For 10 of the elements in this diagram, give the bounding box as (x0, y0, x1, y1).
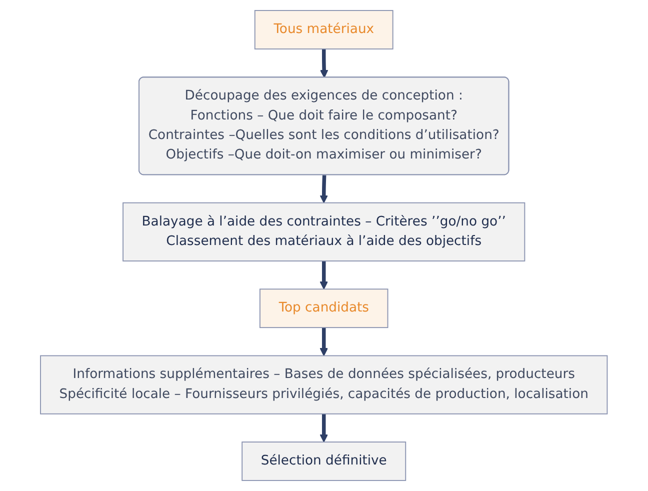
node-box: Informations supplémentaires – Bases de données spécialisées, producteurs Spécificité locale – Fournisseurs privilégiés, capacités de production, localisation (40, 355, 608, 414)
arrow (320, 260, 328, 290)
arrow (320, 328, 328, 356)
arrow (320, 175, 328, 204)
node-box: Tous matériaux (254, 10, 394, 50)
arrow (320, 48, 328, 78)
node-box: Balayage à l’aide des contraintes – Critères ’’go/no go’’ Classement des matériaux à l’aide des objectifs (122, 202, 526, 262)
arrow (320, 414, 328, 442)
node-box: Top candidats (260, 288, 388, 328)
node-box: Sélection définitive (242, 442, 406, 481)
